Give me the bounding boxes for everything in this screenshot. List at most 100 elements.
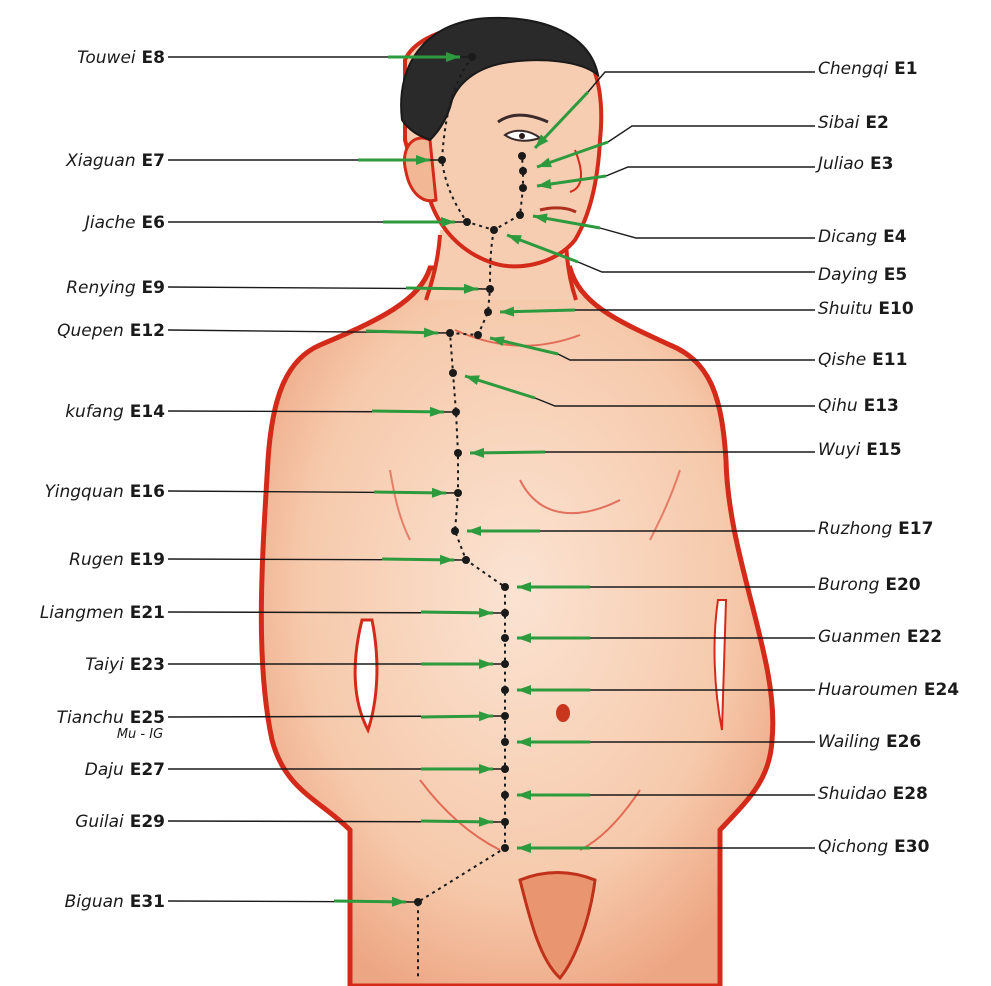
point-name: Quepen <box>57 321 124 341</box>
point-name: Tianchu <box>57 708 124 728</box>
point-label-yingquan-e16: Yingquan E16 <box>45 482 165 502</box>
acupoint-sibai-e2 <box>519 167 527 175</box>
acupoint-tianchu-e25 <box>501 712 509 720</box>
point-name: Jiache <box>82 213 136 233</box>
point-name: Daju <box>85 760 124 780</box>
acupoint-shuidao-e28 <box>501 791 509 799</box>
point-name: Liangmen <box>40 603 124 623</box>
acupoint-rugen-e19 <box>462 556 470 564</box>
acupoint-daying-e5 <box>490 226 498 234</box>
acupoint-biguan-e31 <box>414 898 422 906</box>
point-code: E19 <box>124 550 165 570</box>
body-illustration <box>261 18 772 986</box>
navel <box>556 704 570 722</box>
point-code: E13 <box>858 396 899 416</box>
point-name: Ruzhong <box>818 519 892 539</box>
acupoint-wailing-e26 <box>501 738 509 746</box>
point-label-biguan-e31: Biguan E31 <box>65 892 165 912</box>
acupoint-renying-e9 <box>486 285 494 293</box>
point-code: E24 <box>918 680 959 700</box>
point-code: E8 <box>136 48 165 68</box>
point-code: E15 <box>860 440 901 460</box>
point-code: E6 <box>136 213 165 233</box>
point-code: E30 <box>888 837 929 857</box>
point-label-juliao-e3: Juliao E3 <box>815 154 893 174</box>
point-code: E27 <box>124 760 165 780</box>
point-name: Renying <box>66 278 136 298</box>
point-label-kufang-e14: kufang E14 <box>65 402 165 422</box>
acupoint-yingquan-e16 <box>454 489 462 497</box>
point-code: E21 <box>124 603 165 623</box>
acupoint-huaroumen-e24 <box>501 686 509 694</box>
point-name: Guilai <box>75 812 124 832</box>
point-code: E3 <box>864 154 893 174</box>
point-name: Wuyi <box>818 440 861 460</box>
acupoint-quepen-e12 <box>446 329 454 337</box>
point-name: Taiyi <box>85 655 124 675</box>
acupoint-touwei-e8 <box>468 53 476 61</box>
point-code: E10 <box>873 299 914 319</box>
point-name: Shuidao <box>818 784 887 804</box>
point-code: E25 <box>124 708 165 728</box>
point-name: Dicang <box>818 227 877 247</box>
point-label-chengqi-e1: Chengqi E1 <box>818 59 918 79</box>
pointer-arrow-jiache-e6 <box>383 217 455 227</box>
point-code: E9 <box>136 278 165 298</box>
leader-line-sibai-e2 <box>608 126 815 142</box>
acupoint-wuyi-e15 <box>454 449 462 457</box>
point-label-tianchu-e25: Tianchu E25 <box>57 708 165 728</box>
acupoint-qihu-e13 <box>449 369 457 377</box>
point-label-huaroumen-e24: Huaroumen E24 <box>818 680 959 700</box>
point-code: E29 <box>124 812 165 832</box>
point-name: Qishe <box>818 350 866 370</box>
point-code: E2 <box>859 113 888 133</box>
point-label-guanmen-e22: Guanmen E22 <box>818 627 942 647</box>
leader-line-chengqi-e1 <box>588 72 815 92</box>
point-code: E20 <box>879 575 920 595</box>
leader-line-daying-e5 <box>578 262 815 272</box>
point-label-wuyi-e15: Wuyi E15 <box>818 440 902 460</box>
point-label-daju-e27: Daju E27 <box>85 760 165 780</box>
point-label-jiache-e6: Jiache E6 <box>82 213 165 233</box>
acupoint-dicang-e4 <box>516 211 524 219</box>
acupoint-shuitu-e10 <box>484 308 492 316</box>
point-name: Guanmen <box>818 627 901 647</box>
point-note-tianchu-e25: Mu - IG <box>117 727 163 742</box>
point-label-rugen-e19: Rugen E19 <box>69 550 165 570</box>
acupoint-kufang-e14 <box>452 408 460 416</box>
point-name: Daying <box>818 265 878 285</box>
point-code: E14 <box>124 402 165 422</box>
point-name: Huaroumen <box>818 680 918 700</box>
point-name: Shuitu <box>818 299 873 319</box>
point-code: E23 <box>124 655 165 675</box>
point-name: Yingquan <box>45 482 124 502</box>
point-code: E28 <box>887 784 928 804</box>
point-code: E5 <box>878 265 907 285</box>
point-label-qihu-e13: Qihu E13 <box>818 396 899 416</box>
point-label-qishe-e11: Qishe E11 <box>818 350 907 370</box>
acupoint-chengqi-e1 <box>518 152 526 160</box>
acupoint-ruzhong-e17 <box>451 527 459 535</box>
point-code: E22 <box>901 627 942 647</box>
point-name: Touwei <box>77 48 136 68</box>
point-code: E16 <box>124 482 165 502</box>
point-label-sibai-e2: Sibai E2 <box>818 113 889 133</box>
pointer-arrow-xiaguan-e7 <box>358 155 430 165</box>
ear <box>404 138 436 201</box>
point-label-xiaguan-e7: Xiaguan E7 <box>65 151 165 171</box>
point-name: Qichong <box>818 837 888 857</box>
torso-silhouette <box>261 268 772 986</box>
point-name: Xiaguan <box>65 151 136 171</box>
point-label-touwei-e8: Touwei E8 <box>77 48 165 68</box>
acupoint-jiache-e6 <box>463 218 471 226</box>
acupoint-taiyi-e23 <box>501 660 509 668</box>
point-code: E26 <box>880 732 921 752</box>
point-code: E7 <box>136 151 165 171</box>
point-name: Juliao <box>815 154 864 174</box>
point-label-shuidao-e28: Shuidao E28 <box>818 784 928 804</box>
point-name: Rugen <box>69 550 124 570</box>
leader-line-dicang-e4 <box>600 228 815 238</box>
point-code: E4 <box>877 227 907 247</box>
point-name: Sibai <box>818 113 860 133</box>
